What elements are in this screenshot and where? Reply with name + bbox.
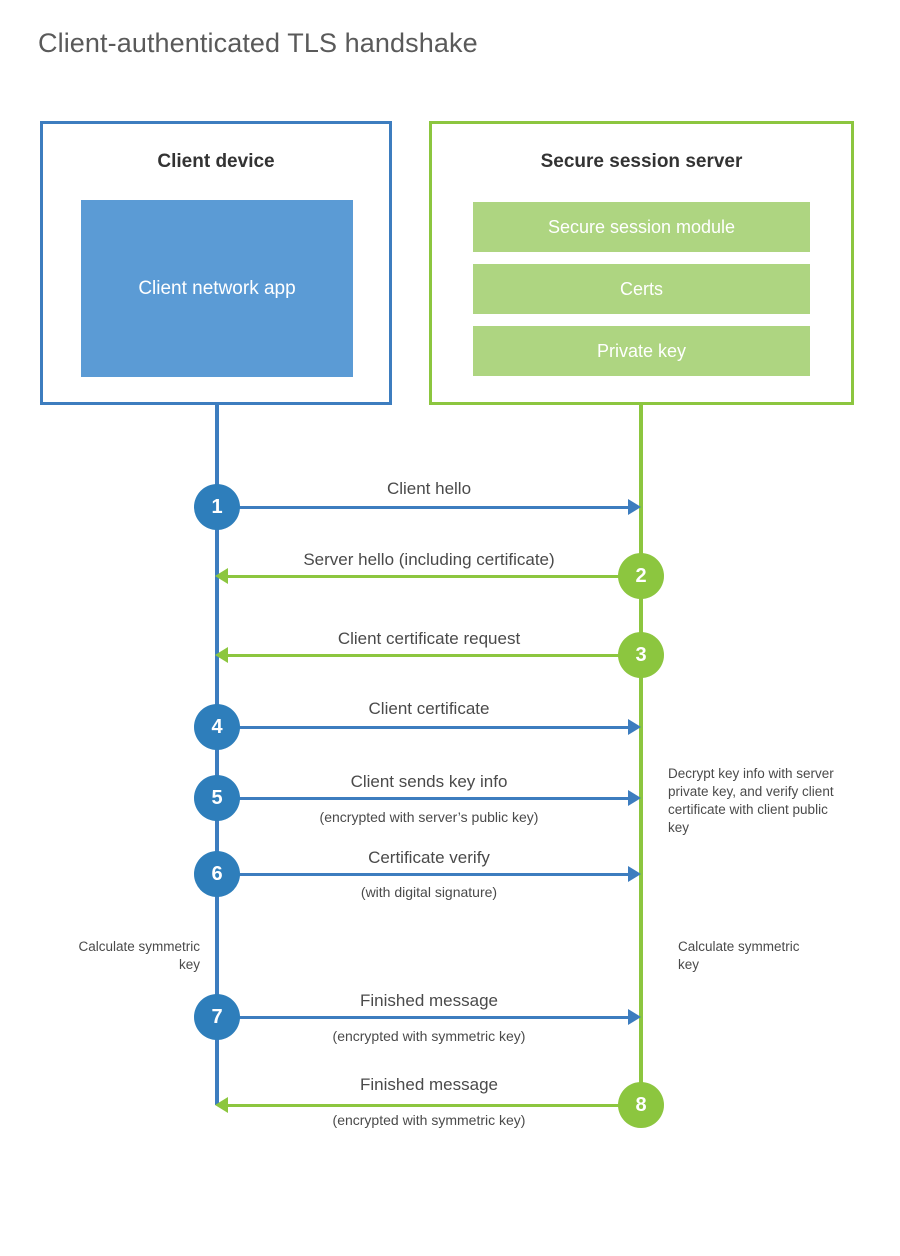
step-3-arrow-line [228,654,641,657]
step-4-arrow-line [217,726,628,729]
client-lifeline [215,405,219,1105]
secure-session-server-title: Secure session server [540,151,743,172]
step-7-arrow-line [217,1016,628,1019]
step-6-arrow-head-icon [628,866,641,882]
step-5-arrow-line [217,797,628,800]
step-5-sublabel: (encrypted with server’s public key) [319,809,539,825]
step-2-circle[interactable]: 2 [618,553,664,599]
step-8-circle[interactable]: 8 [618,1082,664,1128]
step-2-arrow-line [228,575,641,578]
step-8-label: Finished message [360,1075,498,1094]
step-1-label: Client hello [386,479,472,498]
step-4-label: Client certificate [368,699,490,718]
step-7-arrow-head-icon [628,1009,641,1025]
step-7-label: Finished message [360,991,498,1010]
step-8-arrow-head-icon [215,1097,228,1113]
step-1-arrow-line [217,506,628,509]
client-device-title: Client device [157,151,275,172]
server-lifeline [639,405,643,1105]
server-component-certs: Certs [473,264,810,314]
step-3-circle[interactable]: 3 [618,632,664,678]
page-title: Client-authenticated TLS handshake [38,28,478,58]
client-device-box: Client device Client network app [40,121,392,405]
server-component-secure-session-module: Secure session module [473,202,810,252]
step-2-label: Server hello (including certificate) [303,550,555,569]
step-2-arrow-head-icon [215,568,228,584]
step-6-circle[interactable]: 6 [194,851,240,897]
step-3-arrow-head-icon [215,647,228,663]
server-calculate-symmetric-key-note: Calculate symmetric key [678,939,800,972]
step-5-circle[interactable]: 5 [194,775,240,821]
step-5-arrow-head-icon [628,790,641,806]
step-8-arrow-line [228,1104,641,1107]
step-4-circle[interactable]: 4 [194,704,240,750]
step-3-label: Client certificate request [337,629,521,648]
server-decrypt-note: Decrypt key info with server private key… [668,766,834,835]
step-6-sublabel: (with digital signature) [360,884,498,900]
secure-session-server-box: Secure session server Secure session mod… [429,121,854,405]
step-4-arrow-head-icon [628,719,641,735]
step-1-arrow-head-icon [628,499,641,515]
server-component-private-key: Private key [473,326,810,376]
step-5-label: Client sends key info [350,772,508,791]
step-6-arrow-line [217,873,628,876]
step-8-sublabel: (encrypted with symmetric key) [332,1112,526,1128]
client-calculate-symmetric-key-note: Calculate symmetric key [78,939,200,972]
step-6-label: Certificate verify [368,848,490,867]
client-network-app-block: Client network app [81,200,353,377]
step-1-circle[interactable]: 1 [194,484,240,530]
step-7-circle[interactable]: 7 [194,994,240,1040]
step-7-sublabel: (encrypted with symmetric key) [332,1028,526,1044]
